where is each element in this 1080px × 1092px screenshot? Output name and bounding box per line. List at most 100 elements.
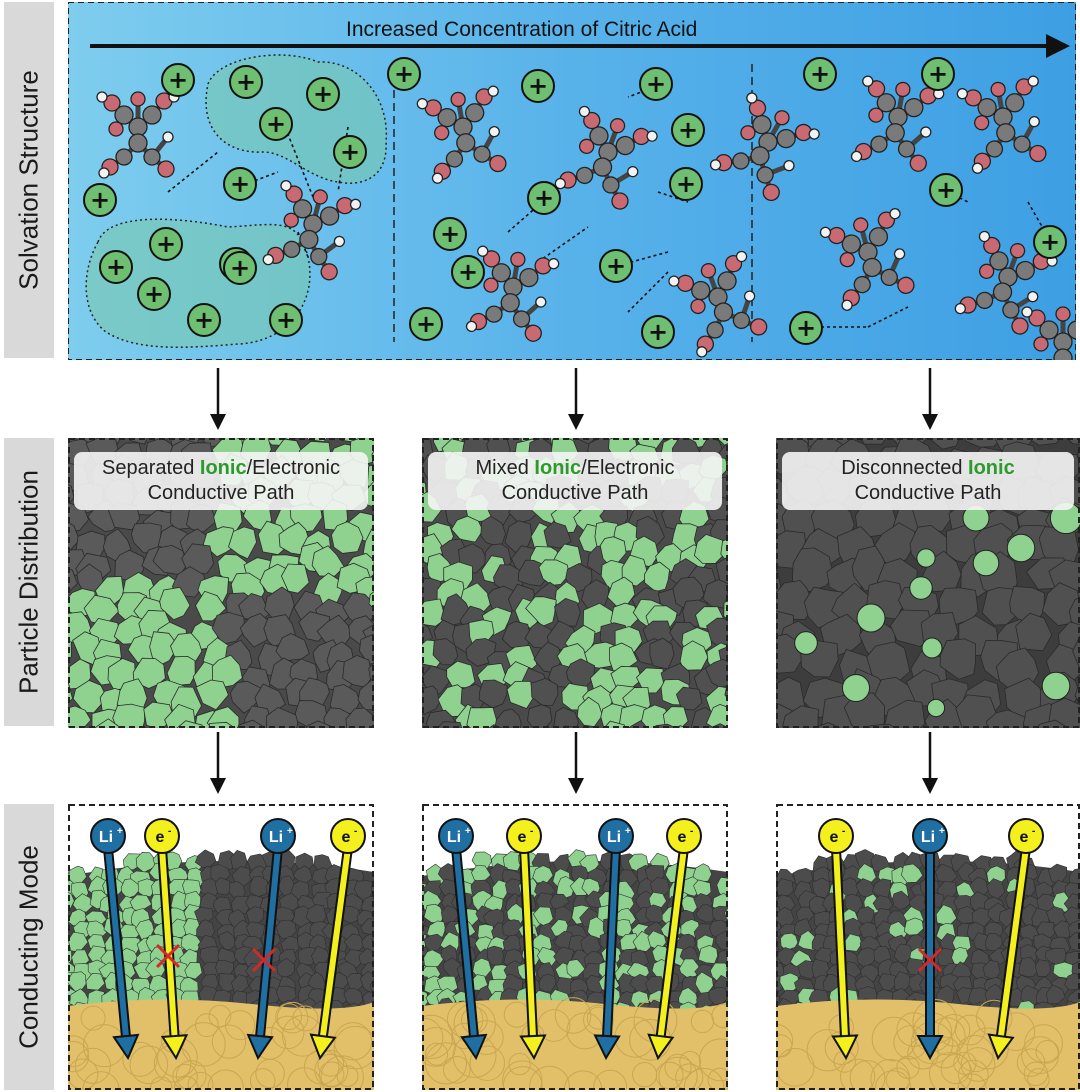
ionic-particle <box>228 526 257 560</box>
electronic-particle <box>791 547 835 593</box>
conducting-canvas-disconnected: e-Li+e- <box>776 804 1080 1090</box>
substrate-grain <box>68 1035 89 1068</box>
panel-border <box>422 804 728 1090</box>
electronic-particle <box>372 896 374 901</box>
plus-ion-icon: + <box>789 311 823 345</box>
electronic-particle <box>211 611 246 645</box>
svg-text:+: + <box>394 60 414 88</box>
concentration-arrow-label: Increased Concentration of Citric Acid <box>346 18 698 41</box>
ionic-particle <box>621 554 649 587</box>
block-x-icon <box>917 947 943 973</box>
substrate-grain <box>1016 1048 1046 1077</box>
electronic-particle <box>1052 920 1075 938</box>
electronic-particle <box>782 705 819 728</box>
svg-text:-: - <box>530 826 533 837</box>
substrate-grain <box>320 1055 364 1090</box>
electronic-particle <box>494 708 522 728</box>
conducting-canvas-separated: Li+e-Li+e- <box>68 804 374 1090</box>
electronic-particle <box>297 946 316 966</box>
substrate-grain <box>317 1049 345 1077</box>
substrate-grain <box>122 1041 158 1077</box>
electronic-particle <box>776 580 815 620</box>
electronic-particle <box>702 579 728 609</box>
ionic-particle <box>94 718 119 728</box>
ionic-word: Ionic <box>199 457 247 479</box>
electronic-particle <box>361 933 374 956</box>
electronic-particle <box>675 686 703 711</box>
substrate-grain <box>554 997 592 1034</box>
down-arrow-icon <box>568 368 584 430</box>
plus-ion-icon: + <box>187 303 221 337</box>
ionic-particle <box>693 533 725 564</box>
row-label-conducting-text: Conducting Mode <box>13 845 44 1049</box>
ionic-particle <box>149 631 177 666</box>
svg-text:+: + <box>230 170 250 198</box>
ionic-particle <box>901 863 924 883</box>
electronic-particle <box>346 972 366 991</box>
svg-text:e: e <box>156 829 165 846</box>
electronic-particle <box>478 679 508 709</box>
path-label-text: /Electronic <box>581 457 675 479</box>
svg-text:e: e <box>678 829 687 846</box>
electronic-particle <box>889 609 934 648</box>
plus-ion-icon: + <box>259 107 293 141</box>
svg-text:+: + <box>676 170 696 198</box>
ion-cluster-region <box>85 218 311 349</box>
electronic-particle <box>345 707 374 728</box>
particle-panel-separated: Separated Ionic/Electronic Conductive Pa… <box>68 438 374 728</box>
svg-text:Li: Li <box>921 829 935 846</box>
electronic-particle <box>715 556 728 585</box>
electronic-particle <box>231 866 252 887</box>
substrate-grain <box>424 1042 468 1085</box>
svg-text:-: - <box>690 826 693 837</box>
electronic-particle <box>1068 596 1080 630</box>
citric-acid-molecule-icon <box>819 208 915 311</box>
plus-ion-icon: + <box>137 277 171 311</box>
ionic-word: Ionic <box>534 457 582 479</box>
electronic-particle <box>422 622 433 646</box>
svg-text:+: + <box>168 66 188 94</box>
electronic-particle <box>695 904 717 923</box>
svg-text:+: + <box>156 230 176 258</box>
plus-ion-icon: + <box>641 315 675 349</box>
electronic-particle <box>1020 985 1041 1005</box>
citric-acid-molecule-icon <box>956 75 1047 174</box>
plus-ion-icon: + <box>333 135 367 169</box>
path-label-text: Conductive Path <box>501 482 649 504</box>
plus-ion-icon: + <box>921 57 955 91</box>
svg-text:+: + <box>458 258 478 286</box>
row-label-particle: Particle Distribution <box>4 438 54 726</box>
electronic-particle <box>955 694 998 728</box>
svg-text:+: + <box>646 70 666 98</box>
svg-text:+: + <box>276 306 296 334</box>
electronic-particle <box>530 677 559 706</box>
electronic-particle <box>249 876 270 898</box>
ionic-particle <box>1006 533 1036 563</box>
plus-ion-icon: + <box>387 57 421 91</box>
plus-ion-icon: + <box>669 167 703 201</box>
ionic-particle <box>662 706 689 728</box>
svg-text:e: e <box>1020 829 1029 846</box>
electronic-particle <box>275 633 310 662</box>
ionic-particle <box>556 875 576 899</box>
panel-border <box>68 438 374 728</box>
electronic-particle <box>230 895 250 914</box>
svg-text:e: e <box>830 829 839 846</box>
electron-icon: e- <box>818 818 854 854</box>
lithium-ion-icon: Li+ <box>90 818 126 854</box>
lithium-ion-icon: Li+ <box>260 818 296 854</box>
ionic-particle <box>112 703 146 728</box>
ionic-particle <box>137 878 157 898</box>
plus-ion-icon: + <box>451 255 485 289</box>
panel-border <box>776 804 1080 1090</box>
substrate-grain <box>443 1056 471 1084</box>
plus-ion-icon: + <box>149 227 183 261</box>
panel-border <box>776 438 1080 728</box>
substrate-grain <box>928 1051 973 1090</box>
ionic-particle <box>921 637 943 659</box>
ionic-particle <box>1041 671 1071 701</box>
svg-text:+: + <box>678 116 698 144</box>
ionic-particle <box>632 930 657 952</box>
electronic-particle <box>357 678 374 711</box>
lithium-ion-icon: Li+ <box>438 818 474 854</box>
